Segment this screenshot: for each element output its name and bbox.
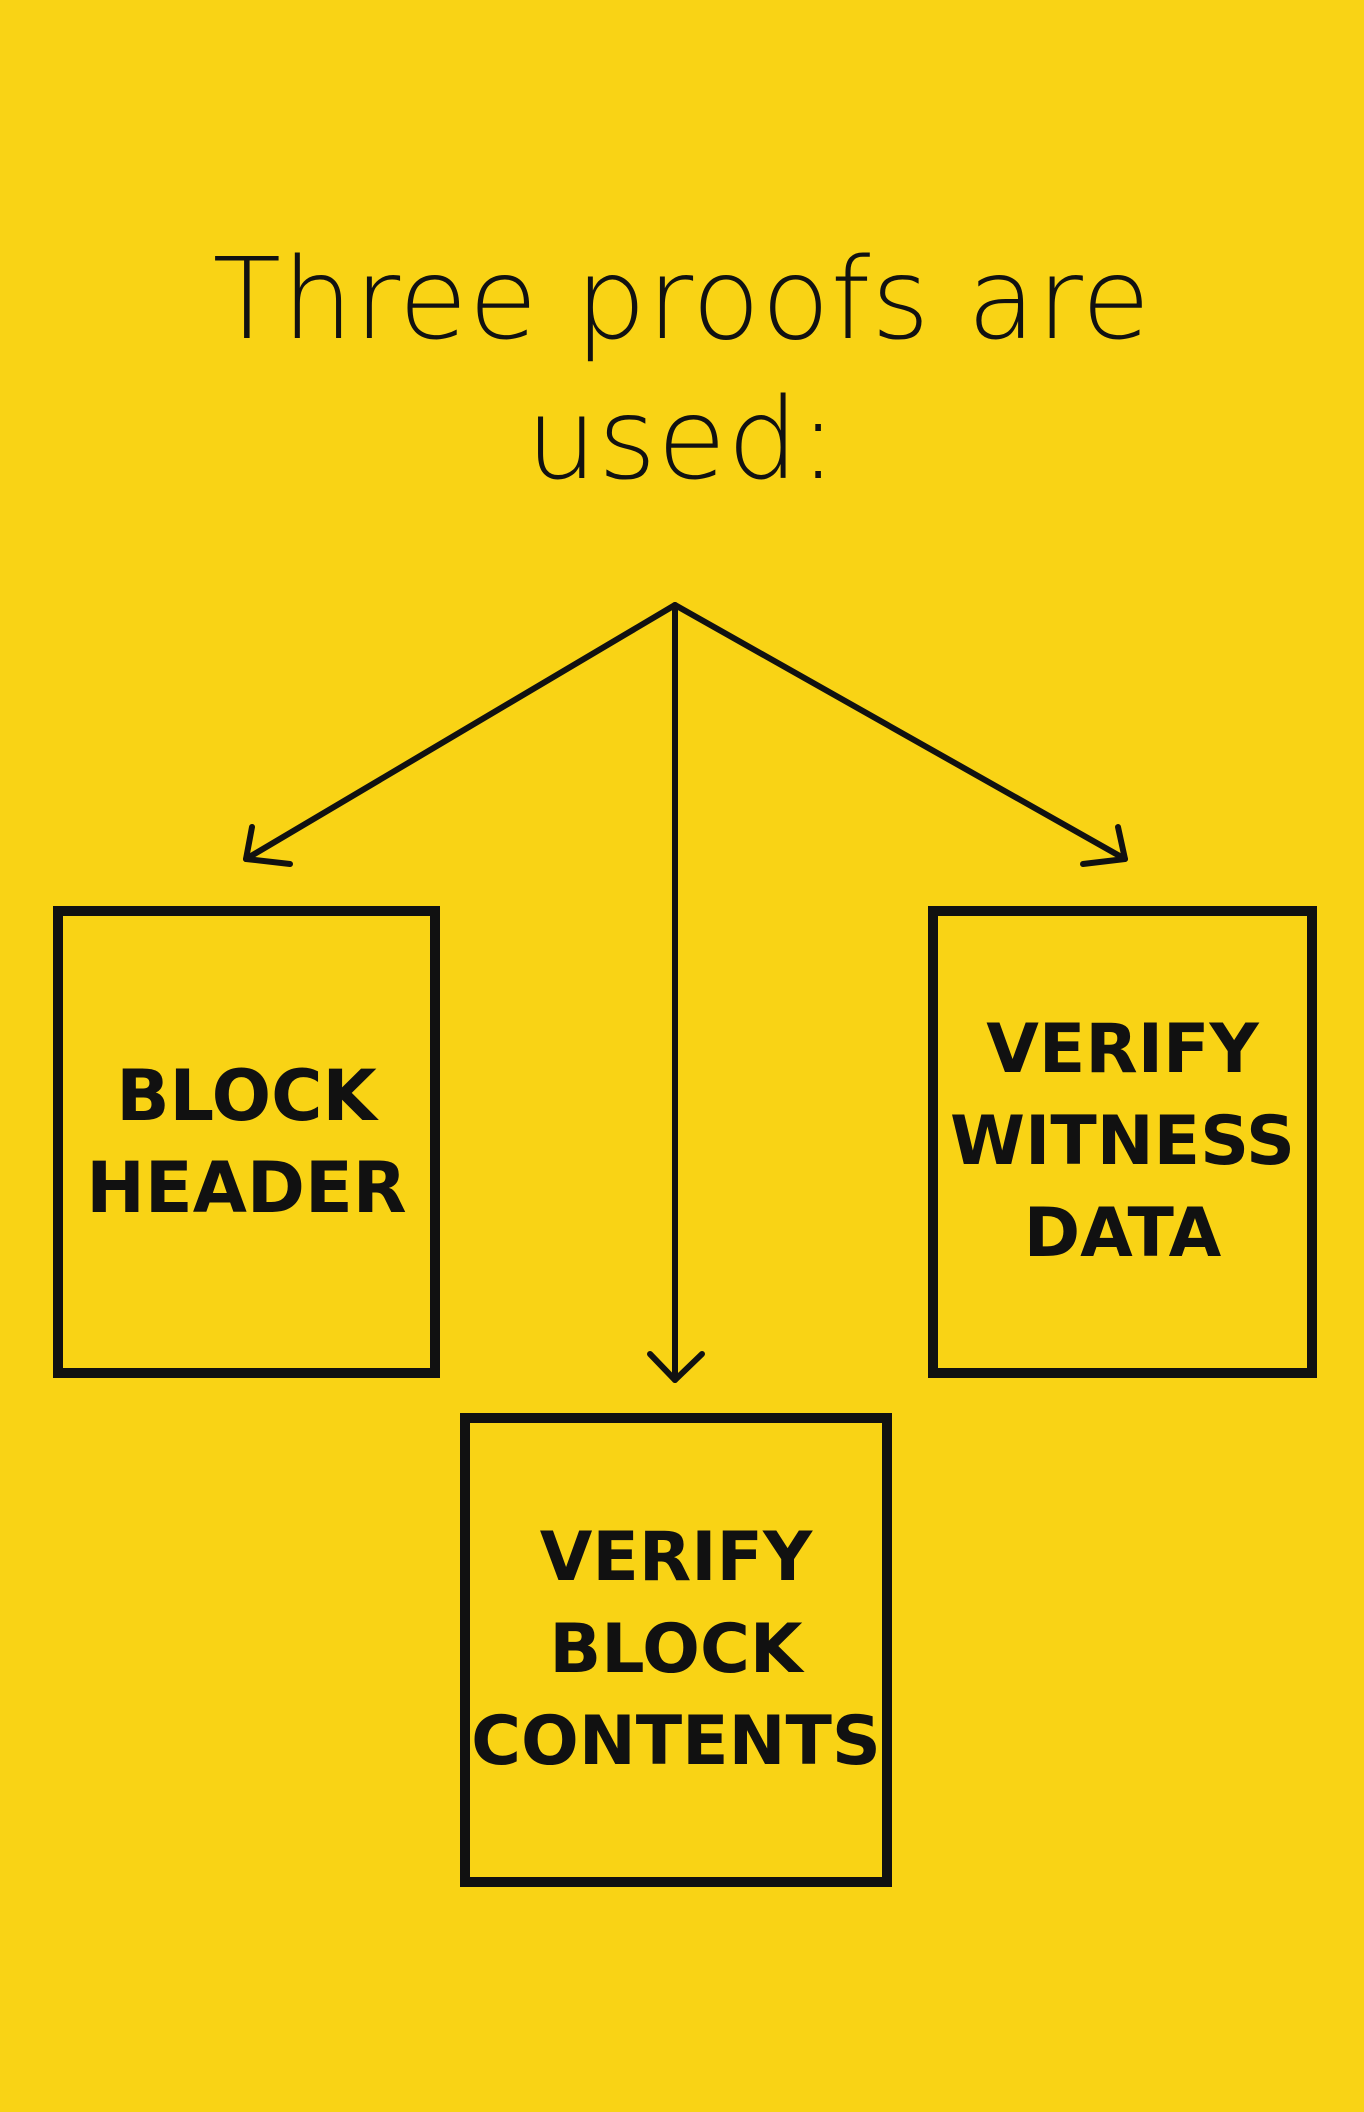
block-header-box: BLOCK HEADER [53, 906, 440, 1378]
verify-block-contents-line-3: CONTENTS [471, 1702, 881, 1781]
verify-witness-data-box: VERIFY WITNESS DATA [928, 906, 1317, 1378]
verify-block-contents-line-2: BLOCK [549, 1610, 803, 1689]
verify-block-contents-label: VERIFY BLOCK CONTENTS [471, 1512, 881, 1788]
block-header-label: BLOCK HEADER [86, 1050, 406, 1234]
verify-witness-data-line-1: VERIFY [986, 1010, 1259, 1089]
verify-witness-data-line-2: WITNESS [950, 1102, 1295, 1181]
verify-witness-data-line-3: DATA [1023, 1194, 1222, 1273]
verify-block-contents-line-1: VERIFY [539, 1518, 813, 1597]
title-line-1: Three proofs are [212, 235, 1152, 365]
verify-witness-data-label: VERIFY WITNESS DATA [950, 1004, 1295, 1280]
arrow-to-verify-witness-data [672, 602, 1128, 867]
block-header-line-2: HEADER [86, 1147, 407, 1229]
diagram-title: Three proofs are used: [0, 230, 1364, 510]
block-header-line-1: BLOCK [116, 1055, 377, 1137]
arrow-to-verify-block-contents [647, 602, 705, 1383]
arrow-to-block-header [243, 602, 678, 867]
verify-block-contents-box: VERIFY BLOCK CONTENTS [460, 1413, 892, 1887]
title-line-2: used: [525, 375, 839, 505]
